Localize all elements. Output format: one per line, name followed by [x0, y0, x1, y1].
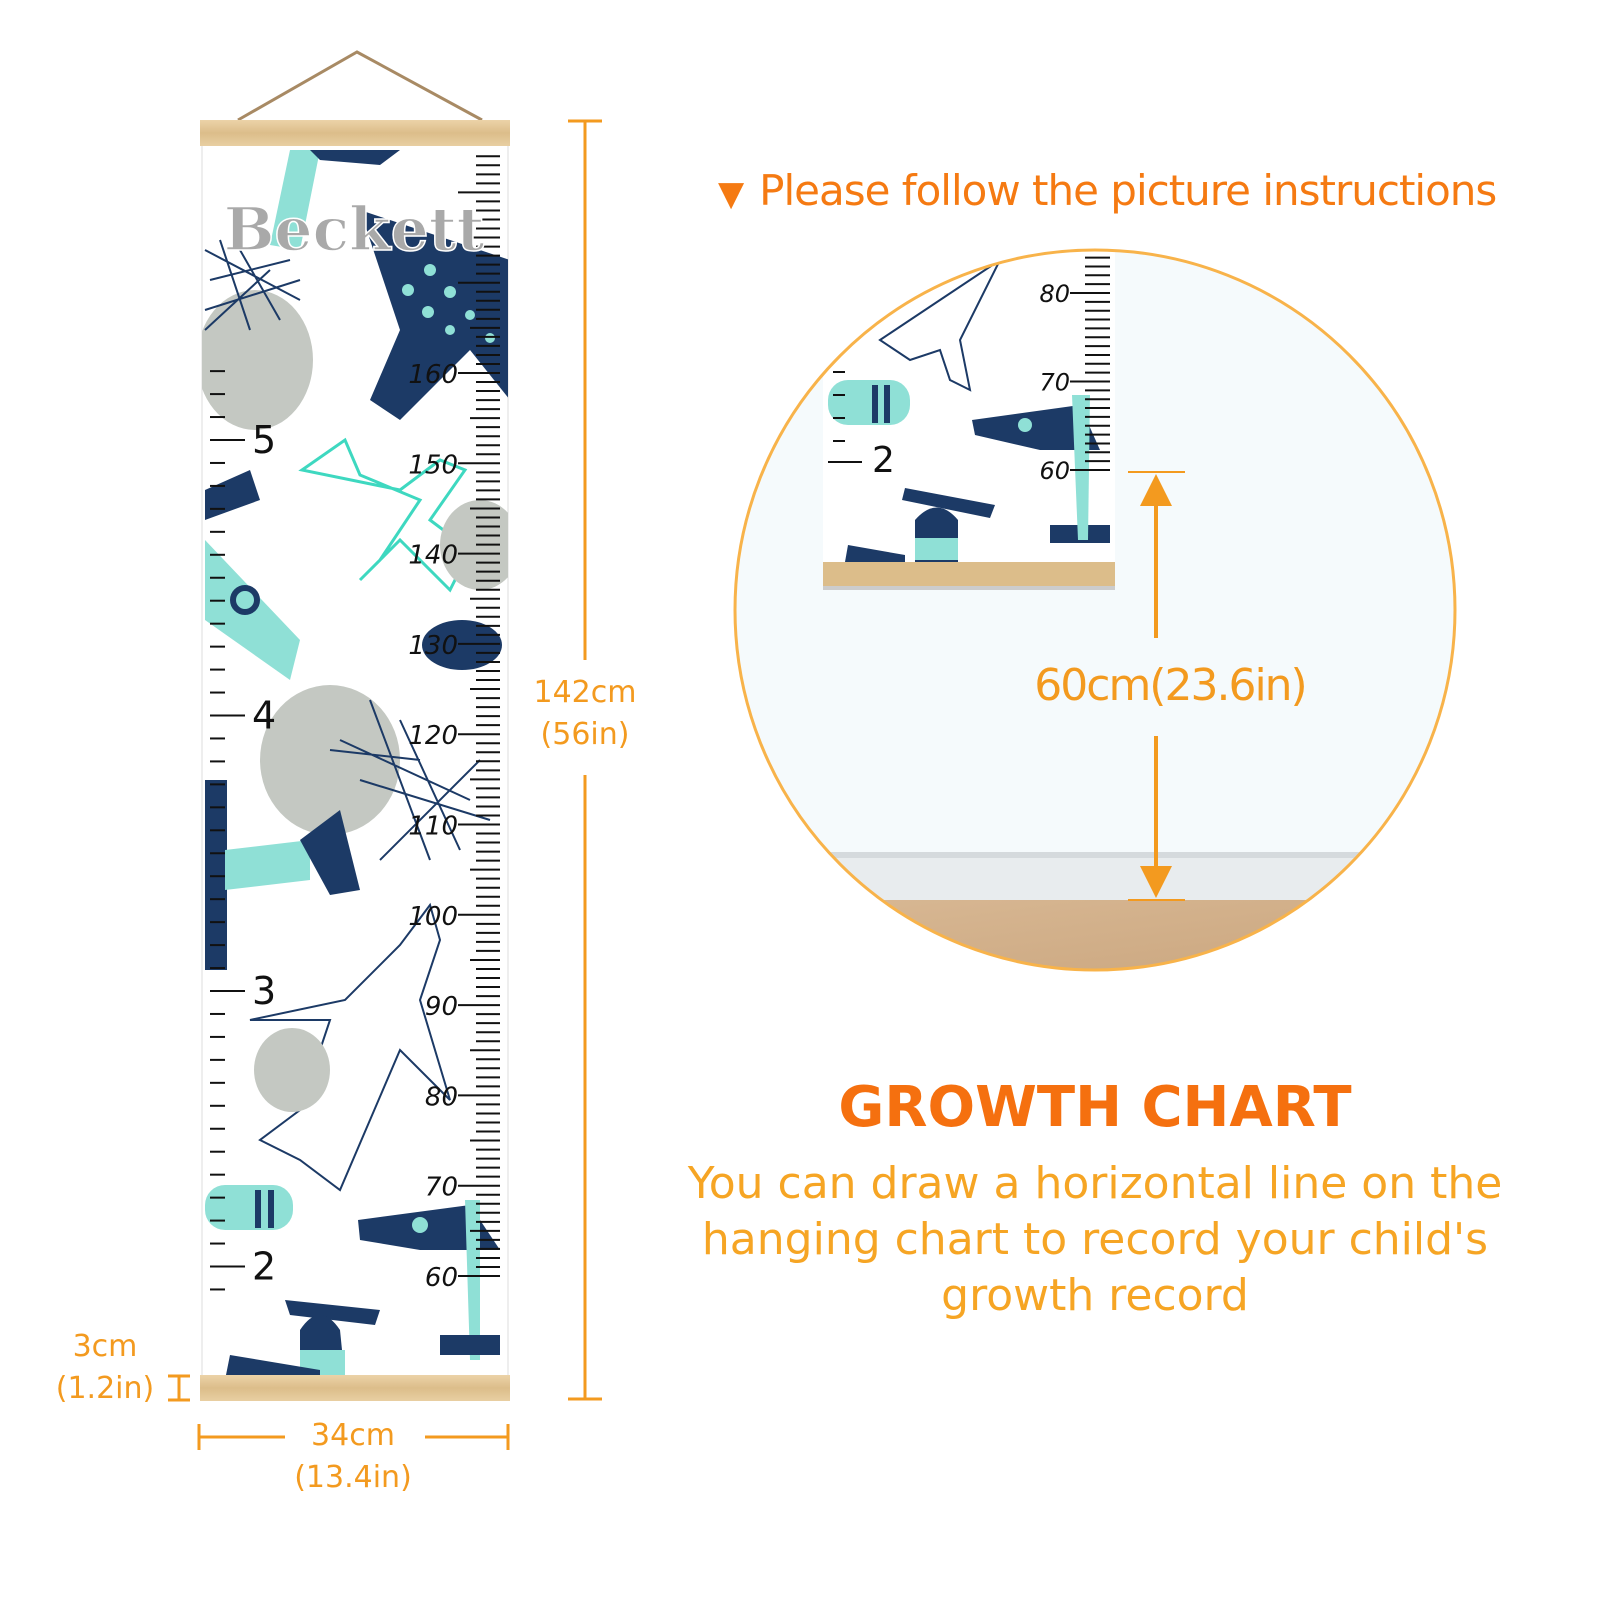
mini-wooden-rod: [823, 562, 1115, 586]
cm-label: 70: [425, 1173, 458, 1203]
cm-label: 130: [408, 631, 458, 661]
distance-arrow: [1128, 471, 1185, 901]
foot-label: 3: [252, 969, 276, 1013]
distance-label: 60cm(23.6in): [1034, 660, 1305, 711]
top-wooden-rod: [200, 120, 510, 146]
mini-ft-label: 2: [872, 440, 895, 481]
rod-in: (1.2in): [55, 1371, 155, 1406]
cm-ruler: 160 150 140 130 120 110 100 90 80 70 60: [408, 155, 500, 1293]
cm-label: 80: [425, 1082, 458, 1112]
foot-label: 5: [252, 418, 276, 462]
cm-label: 150: [408, 450, 458, 480]
height-in: (56in): [540, 717, 630, 752]
instruction-heading: ▼ Please follow the picture instructions: [718, 166, 1497, 215]
triangle-down-icon: ▼: [718, 174, 744, 214]
instruction-text: Please follow the picture instructions: [759, 166, 1497, 215]
cm-label: 100: [408, 902, 458, 932]
mini-cm-ruler: 80 70 60: [1039, 256, 1110, 485]
foot-label: 2: [252, 1245, 276, 1289]
hanging-string: [237, 50, 483, 122]
cm-label: 160: [408, 360, 458, 390]
mini-cm-label: 80: [1039, 280, 1070, 308]
foot-label: 4: [252, 694, 276, 738]
width-cm: 34cm: [311, 1418, 395, 1453]
mini-cm-label: 60: [1039, 457, 1070, 485]
cm-label: 140: [408, 541, 458, 571]
dimension-lines: [168, 119, 602, 1450]
airplane-pattern: [202, 150, 508, 1376]
mini-cm-label: 70: [1039, 369, 1070, 397]
cm-label: 90: [425, 992, 458, 1022]
growth-chart-heading: GROWTH CHART: [838, 1075, 1352, 1140]
cm-label: 60: [425, 1263, 458, 1293]
height-cm: 142cm: [533, 675, 637, 710]
cm-label: 120: [408, 721, 458, 751]
child-name: Beckett: [224, 195, 485, 265]
rod-cm: 3cm: [72, 1329, 138, 1364]
cm-label: 110: [408, 812, 458, 842]
width-in: (13.4in): [294, 1460, 412, 1495]
bottom-wooden-rod: [200, 1375, 510, 1401]
inch-ruler: 5 4 3 2: [210, 370, 276, 1291]
usage-illustration: 80 70 60 2 60cm(23.6in): [733, 248, 1457, 972]
growth-chart-banner: 160 150 140 130 120 110 100 90 80 70 60 5 4 3 2 Becke…: [168, 50, 602, 1450]
growth-chart-description: You can draw a horizontal line on the ha…: [687, 1158, 1503, 1321]
